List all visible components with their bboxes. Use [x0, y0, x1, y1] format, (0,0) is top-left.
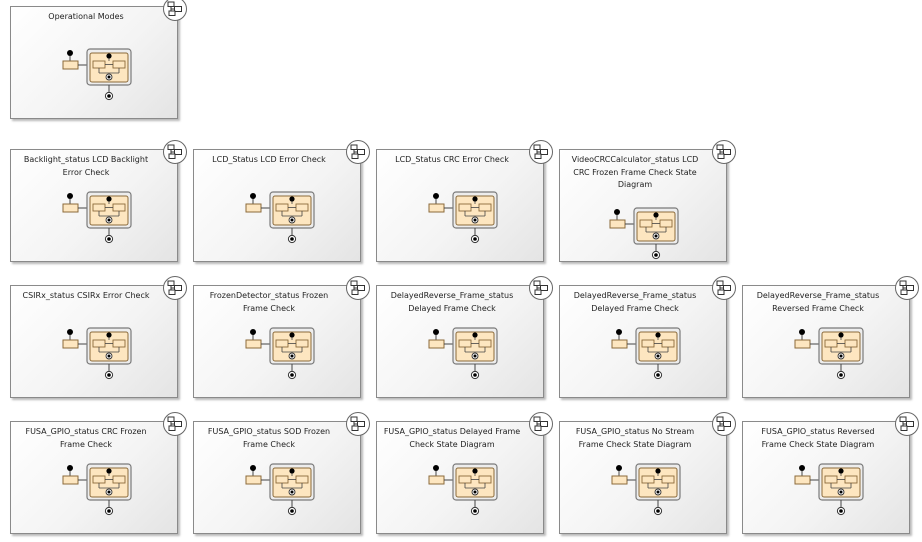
state-machine-thumbnail-icon: [57, 325, 133, 388]
diagram-title: Operational Modes: [48, 12, 124, 21]
composite-diagram-icon[interactable]: [712, 412, 736, 436]
composite-diagram-icon[interactable]: [346, 140, 370, 164]
diagram-title: FUSA_GPIO_status SOD Frozen Frame Check: [207, 427, 331, 449]
diagram-title: CSIRx_status CSIRx Error Check: [22, 291, 150, 300]
composite-diagram-icon[interactable]: [529, 412, 553, 436]
composite-diagram-icon[interactable]: [895, 412, 919, 436]
diagram-card[interactable]: Operational Modes: [10, 0, 187, 119]
state-machine-thumbnail-icon: [606, 461, 682, 524]
diagram-card[interactable]: LCD_Status CRC Error Check: [376, 140, 553, 262]
state-machine-thumbnail-icon: [423, 325, 499, 388]
state-machine-thumbnail-icon: [240, 325, 316, 388]
diagram-card[interactable]: DelayedReverse_Frame_status Reversed Fra…: [742, 276, 919, 398]
state-machine-thumbnail-icon: [423, 189, 499, 252]
composite-diagram-icon[interactable]: [712, 276, 736, 300]
diagram-title: FUSA_GPIO_status Delayed Frame Check Sta…: [383, 427, 521, 449]
diagram-card[interactable]: DelayedReverse_Frame_status Delayed Fram…: [376, 276, 553, 398]
diagram-title: FUSA_GPIO_status No Stream Frame Check S…: [575, 427, 695, 449]
diagram-card[interactable]: FUSA_GPIO_status SOD Frozen Frame Check: [193, 412, 370, 534]
state-machine-thumbnail-icon: [57, 461, 133, 524]
state-machine-thumbnail-icon: [240, 461, 316, 524]
diagram-title: LCD_Status LCD Error Check: [212, 155, 326, 164]
composite-diagram-icon[interactable]: [346, 276, 370, 300]
diagram-card[interactable]: CSIRx_status CSIRx Error Check: [10, 276, 187, 398]
state-machine-thumbnail-icon: [57, 189, 133, 252]
state-machine-thumbnail-icon: [423, 461, 499, 524]
diagram-card[interactable]: FUSA_GPIO_status No Stream Frame Check S…: [559, 412, 736, 534]
diagram-title: VideoCRCCalculator_status LCD CRC Frozen…: [571, 155, 699, 189]
state-machine-thumbnail-icon: [606, 325, 682, 388]
state-machine-thumbnail-icon: [240, 189, 316, 252]
diagram-title: FUSA_GPIO_status CRC Frozen Frame Check: [25, 427, 147, 449]
diagram-card[interactable]: Backlight_status LCD Backlight Error Che…: [10, 140, 187, 262]
diagram-card[interactable]: VideoCRCCalculator_status LCD CRC Frozen…: [559, 140, 736, 262]
composite-diagram-icon[interactable]: [529, 276, 553, 300]
diagram-card[interactable]: FUSA_GPIO_status CRC Frozen Frame Check: [10, 412, 187, 534]
diagram-card[interactable]: LCD_Status LCD Error Check: [193, 140, 370, 262]
diagram-card[interactable]: DelayedReverse_Frame_status Delayed Fram…: [559, 276, 736, 398]
diagram-title: Backlight_status LCD Backlight Error Che…: [23, 155, 149, 177]
diagram-card[interactable]: FUSA_GPIO_status Reversed Frame Check St…: [742, 412, 919, 534]
state-machine-thumbnail-icon: [57, 46, 133, 109]
diagram-title: LCD_Status CRC Error Check: [395, 155, 509, 164]
composite-diagram-icon[interactable]: [163, 140, 187, 164]
composite-diagram-icon[interactable]: [346, 412, 370, 436]
composite-diagram-icon[interactable]: [529, 140, 553, 164]
diagram-title: DelayedReverse_Frame_status Reversed Fra…: [756, 291, 880, 313]
diagram-card[interactable]: FrozenDetector_status Frozen Frame Check: [193, 276, 370, 398]
composite-diagram-icon[interactable]: [163, 276, 187, 300]
state-machine-thumbnail-icon: [604, 205, 680, 268]
diagram-title: DelayedReverse_Frame_status Delayed Fram…: [390, 291, 514, 313]
diagram-card[interactable]: FUSA_GPIO_status Delayed Frame Check Sta…: [376, 412, 553, 534]
state-machine-thumbnail-icon: [789, 325, 865, 388]
diagram-title: DelayedReverse_Frame_status Delayed Fram…: [573, 291, 697, 313]
diagram-title: FUSA_GPIO_status Reversed Frame Check St…: [761, 427, 875, 449]
composite-diagram-icon[interactable]: [712, 140, 736, 164]
composite-diagram-icon[interactable]: [895, 276, 919, 300]
state-machine-thumbnail-icon: [789, 461, 865, 524]
composite-diagram-icon[interactable]: [163, 412, 187, 436]
diagram-title: FrozenDetector_status Frozen Frame Check: [209, 291, 329, 313]
composite-diagram-icon[interactable]: [163, 0, 187, 21]
